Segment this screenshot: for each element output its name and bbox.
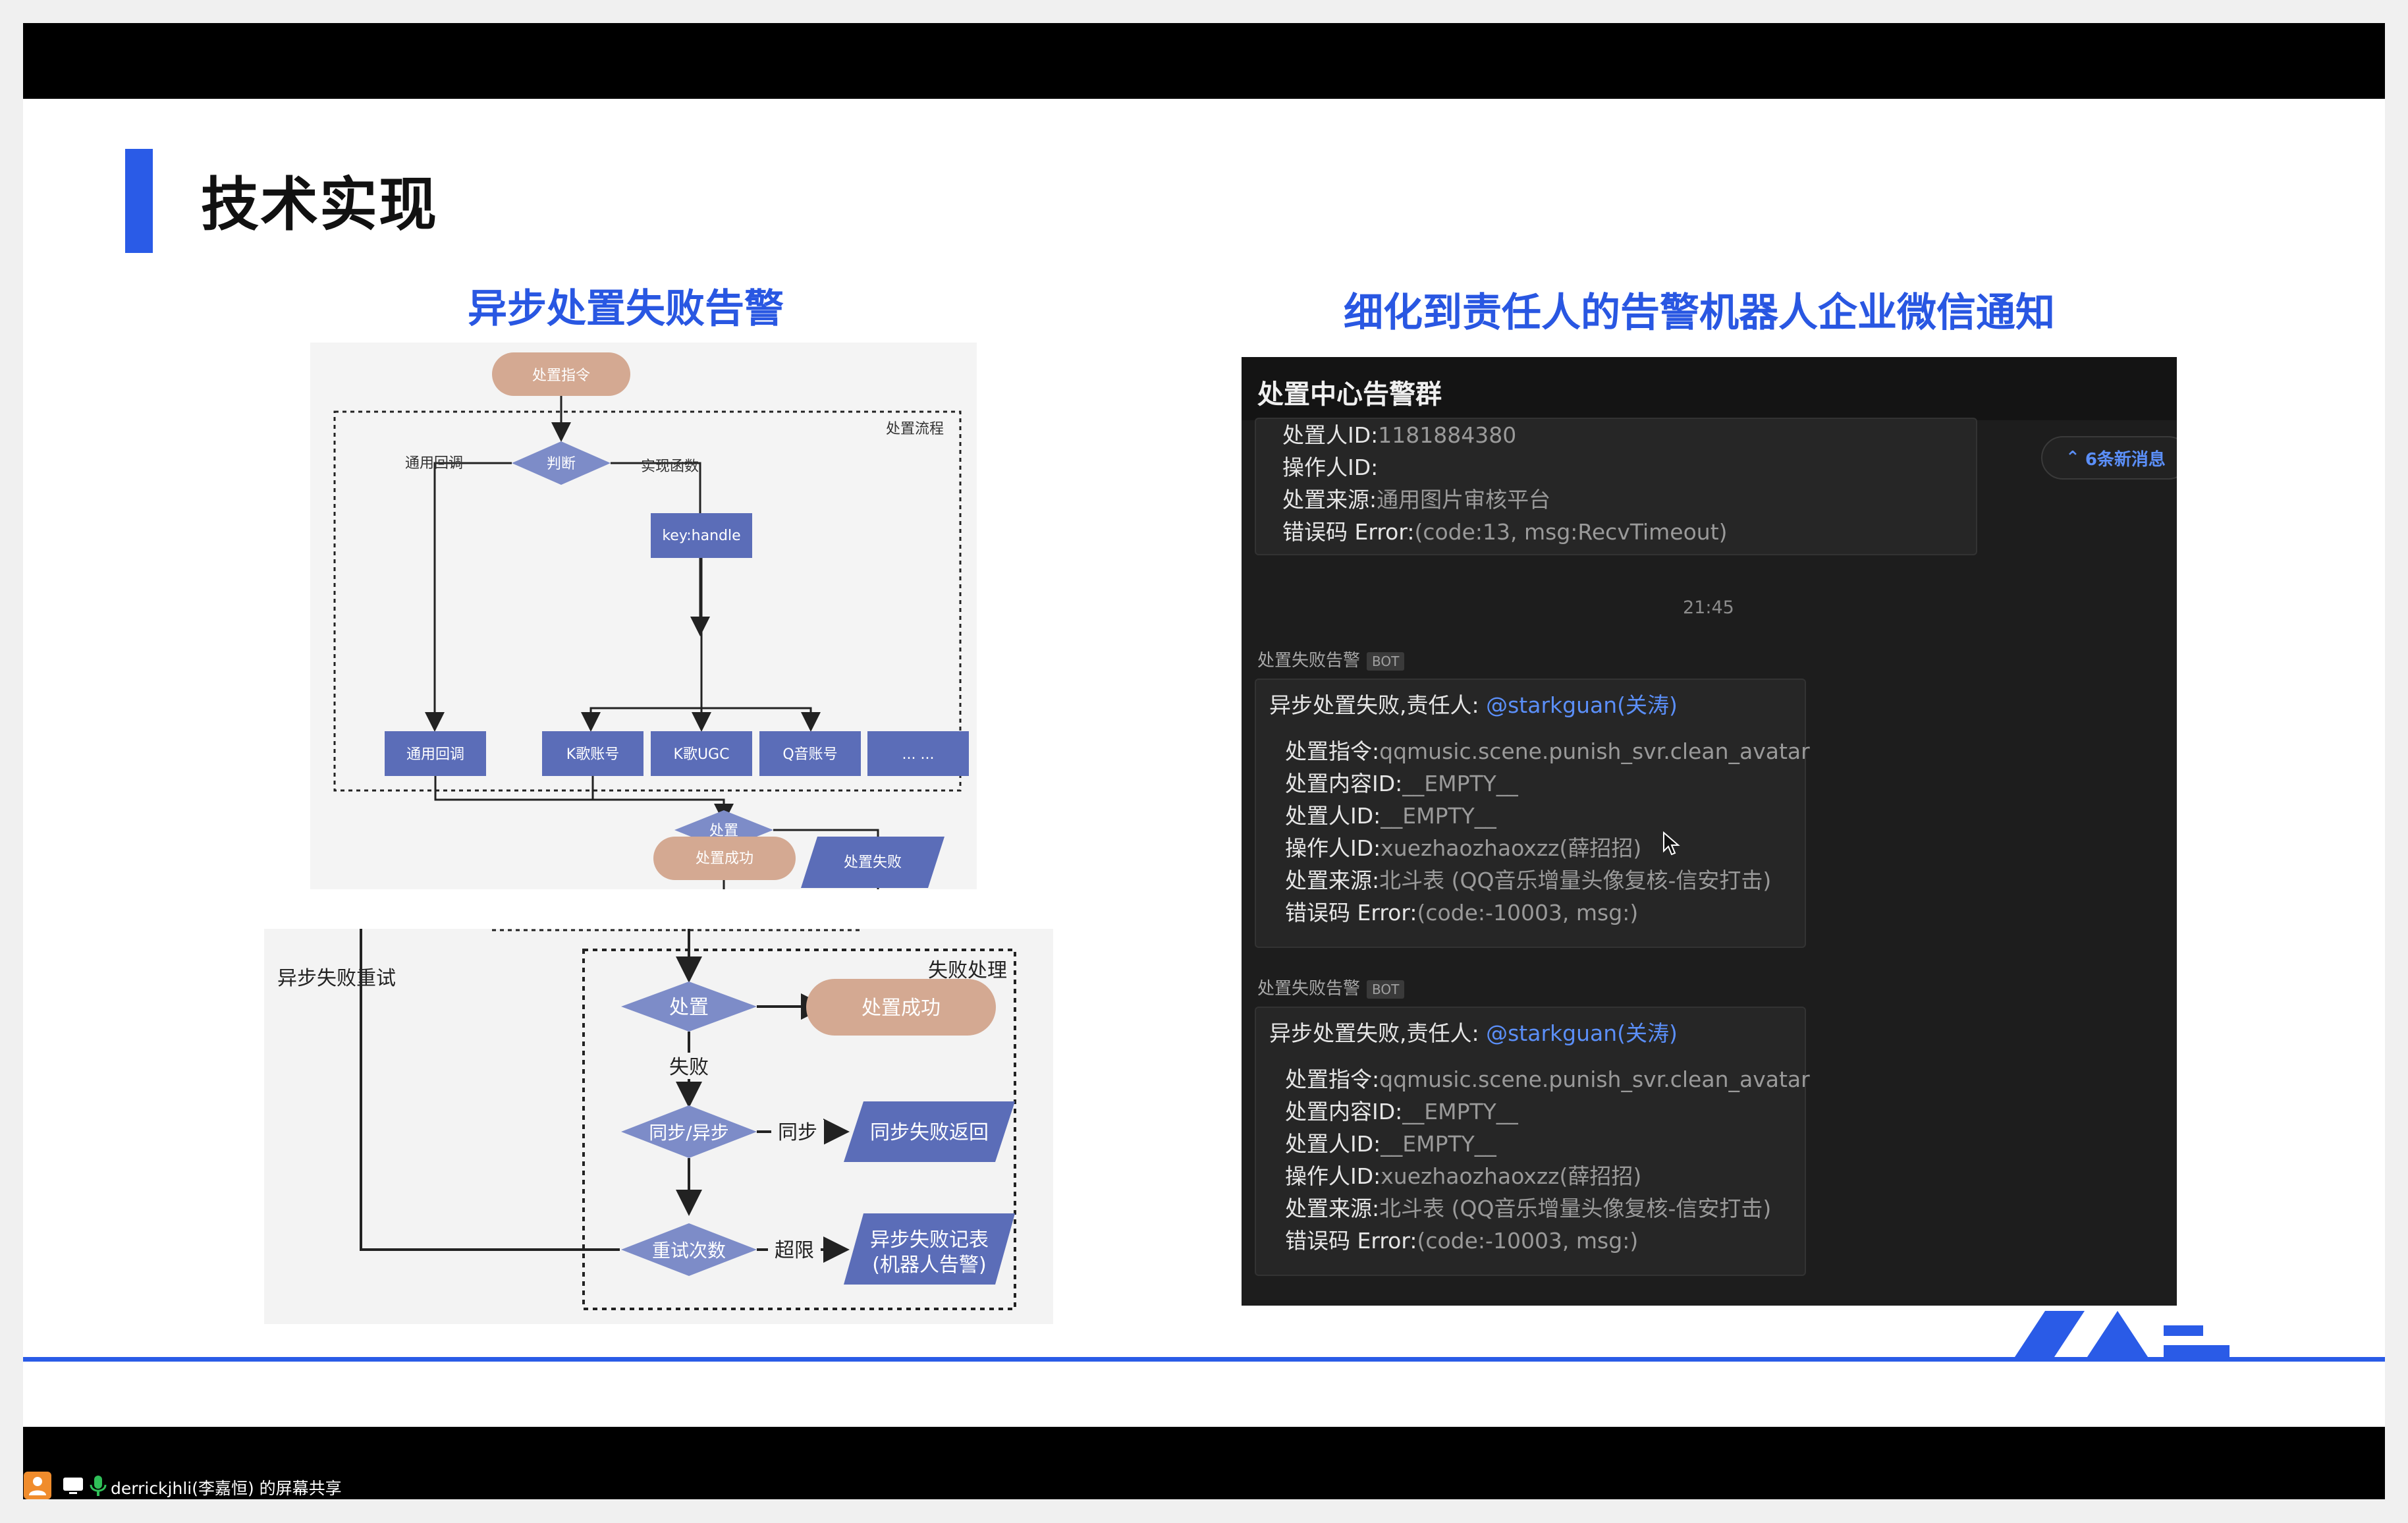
slide-bottom-rule xyxy=(23,1357,2385,1362)
svg-text:处置指令: 处置指令 xyxy=(532,368,590,384)
svg-text:K歌UGC: K歌UGC xyxy=(674,746,730,763)
top-letterbox-bar xyxy=(23,23,2385,99)
decision-retry-count: 重试次数 xyxy=(621,1223,757,1276)
company-logo-icon xyxy=(2012,1311,2230,1361)
card-line: 处置来源:通用图片审核平台 xyxy=(1282,487,1551,512)
box-qq-music-account: Q音账号 xyxy=(759,731,861,776)
new-messages-button[interactable]: ⌃ 6条新消息 xyxy=(2041,436,2177,480)
user-icon xyxy=(24,1472,51,1499)
box-sync-fail-return: 同步失败返回 xyxy=(844,1101,1015,1162)
svg-text:通用回调: 通用回调 xyxy=(406,746,464,763)
group-label: 处置流程 xyxy=(886,421,944,437)
alert-message-card: 异步处置失败,责任人: @starkguan(关涛) 处置指令:qqmusic.… xyxy=(1255,678,1810,948)
svg-text:处置: 处置 xyxy=(709,823,738,839)
right-heading: 细化到责任人的告警机器人企业微信通知 xyxy=(1344,290,2055,336)
title-accent-bar xyxy=(125,149,153,253)
svg-text:处置成功: 处置成功 xyxy=(862,997,941,1020)
node-start: 处置指令 xyxy=(492,352,630,396)
svg-text:处置成功: 处置成功 xyxy=(696,850,753,867)
card-line: 操作人ID: xyxy=(1282,455,1379,480)
bottom-letterbox-bar xyxy=(23,1427,2385,1499)
svg-text:同步失败返回: 同步失败返回 xyxy=(870,1121,989,1144)
svg-text:处置失败: 处置失败 xyxy=(844,854,902,871)
box-more: ... ... xyxy=(867,731,969,776)
svg-text:(机器人告警): (机器人告警) xyxy=(872,1254,986,1277)
presentation-slide: 技术实现 异步处置失败告警 细化到责任人的告警机器人企业微信通知 处置流程 处置… xyxy=(23,99,2385,1427)
mouse-cursor-icon xyxy=(1663,831,1680,856)
over-limit-label: 超限 xyxy=(775,1239,814,1262)
chat-title: 处置中心告警群 xyxy=(1257,379,1442,410)
chat-header: 处置中心告警群 xyxy=(1242,357,2177,420)
decision-dispose: 处置 xyxy=(621,982,757,1032)
group-box xyxy=(333,410,962,792)
sync-label: 同步 xyxy=(778,1121,817,1144)
box-success: 处置成功 xyxy=(806,979,996,1036)
retry-label: 异步失败重试 xyxy=(277,967,396,990)
screen-share-status: derrickjhli(李嘉恒) 的屏幕共享 xyxy=(111,1479,342,1498)
flowchart-failure-handling: 失败处理 异步失败重试 处置 处置成功 失败 同步/异步 同步 同步失败返回 xyxy=(277,929,1016,1310)
alert-message-card: 异步处置失败,责任人: @starkguan(关涛) 处置指令:qqmusic.… xyxy=(1255,1007,1810,1276)
mention-link[interactable]: @starkguan(关涛) xyxy=(1486,692,1678,718)
flowchart-dispatch-background xyxy=(310,343,977,889)
card-line: 错误码 Error:(code:13, msg:RecvTimeout) xyxy=(1282,519,1728,545)
node-end-success: 处置成功 xyxy=(653,837,796,880)
svg-text:... ...: ... ... xyxy=(902,746,935,763)
box-generic-callback: 通用回调 xyxy=(385,731,486,776)
svg-text:重试次数: 重试次数 xyxy=(652,1240,726,1261)
failure-group-box xyxy=(582,949,1016,1310)
node-end-fail: 处置失败 xyxy=(801,837,944,888)
left-heading: 异步处置失败告警 xyxy=(468,286,784,332)
svg-text:判断: 判断 xyxy=(547,456,576,472)
message-timestamp: 21:45 xyxy=(1683,597,1734,618)
slide-title: 技术实现 xyxy=(201,171,439,238)
alert-headline: 异步处置失败,责任人: @starkguan(关涛) xyxy=(1269,692,1678,718)
decision-sync-async: 同步/异步 xyxy=(621,1105,757,1158)
node-handler: key:handle xyxy=(651,513,752,558)
svg-text:处置: 处置 xyxy=(669,996,709,1019)
bot-badge: BOT xyxy=(1367,652,1405,671)
double-chevron-up-icon: ⌃ xyxy=(2066,448,2080,468)
branch-right-label: 实现函数 xyxy=(641,458,699,475)
svg-text:key:handle: key:handle xyxy=(662,528,740,544)
box-kge-ugc: K歌UGC xyxy=(651,731,752,776)
fail-label: 失败 xyxy=(669,1056,709,1079)
wecom-chat-panel: 处置中心告警群 处置人ID:1181884380 操作人ID: 处置来源:通用图… xyxy=(1242,357,2177,1306)
branch-left-label: 通用回调 xyxy=(405,455,463,472)
svg-text:Q音账号: Q音账号 xyxy=(782,746,837,763)
mention-link[interactable]: @starkguan(关涛) xyxy=(1486,1020,1678,1046)
alert-headline: 异步处置失败,责任人: @starkguan(关涛) xyxy=(1269,1020,1678,1046)
card-line: 处置人ID:1181884380 xyxy=(1282,422,1517,448)
svg-text:异步失败记表: 异步失败记表 xyxy=(870,1229,989,1252)
bot-badge: BOT xyxy=(1367,980,1405,999)
svg-text:同步/异步: 同步/异步 xyxy=(649,1122,728,1144)
box-kge-account: K歌账号 xyxy=(542,731,643,776)
flowchart-dispatch: 处置流程 处置指令 判断 通用回调 实现函数 key:handle 通用回调 K… xyxy=(333,352,969,889)
failure-group-label: 失败处理 xyxy=(928,959,1007,982)
box-async-fail-record: 异步失败记表 (机器人告警) xyxy=(844,1213,1015,1285)
svg-text:K歌账号: K歌账号 xyxy=(566,746,619,763)
microphone-icon xyxy=(84,1472,112,1499)
screen-share-icon xyxy=(59,1472,87,1499)
node-decision-judge: 判断 xyxy=(512,441,611,485)
message-card-previous: 处置人ID:1181884380 操作人ID: 处置来源:通用图片审核平台 错误… xyxy=(1255,418,1977,555)
